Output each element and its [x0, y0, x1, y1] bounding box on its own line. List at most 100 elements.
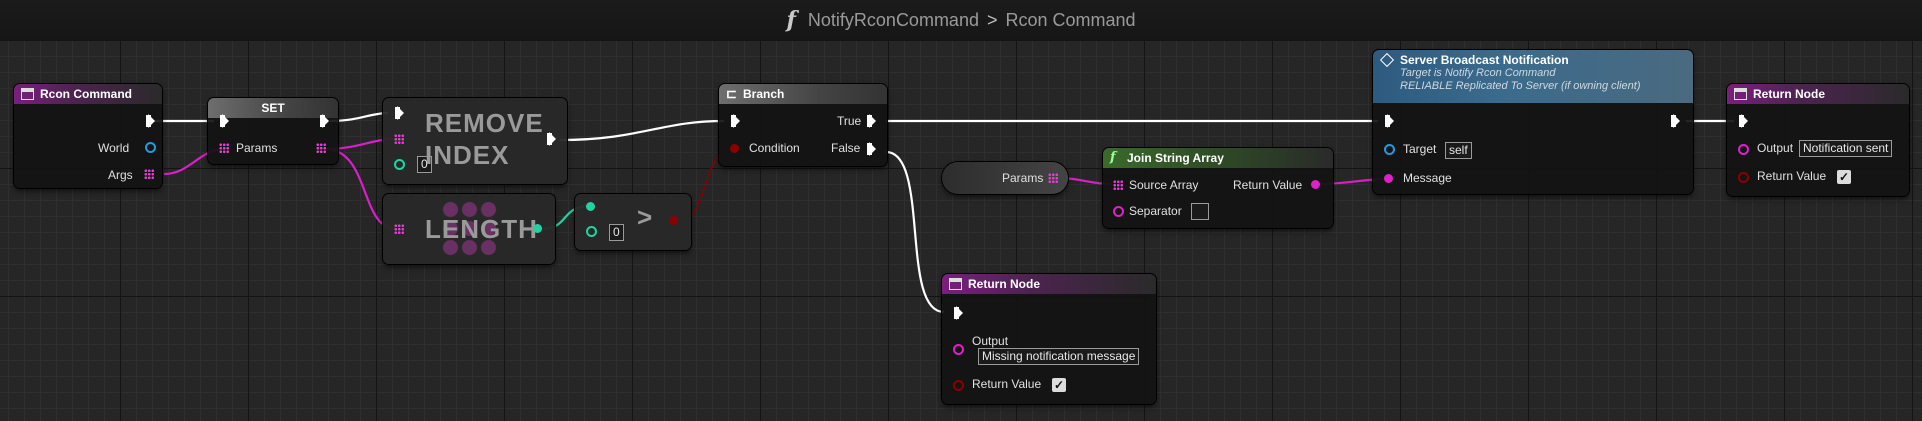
exec-wire: [559, 119, 725, 142]
pin-label-params: Params: [236, 141, 278, 155]
function-node-icon: [21, 88, 34, 100]
node-title: Return Node: [1753, 87, 1825, 101]
node-title: Server Broadcast Notification: [1400, 53, 1569, 67]
node-join-string-array[interactable]: f Join String Array Source Array Return …: [1103, 148, 1333, 228]
exec-in-pin[interactable]: [395, 106, 404, 120]
pin-label-false: False: [831, 141, 861, 155]
pin-label-args: Args: [108, 168, 133, 182]
node-title: Return Node: [968, 277, 1040, 291]
exec-in-pin[interactable]: [954, 306, 963, 320]
exec-in-pin[interactable]: [1739, 114, 1748, 128]
greater-b-pin[interactable]: [586, 226, 597, 237]
breadcrumb-function-name[interactable]: NotifyRconCommand: [807, 9, 979, 30]
event-diamond-icon: [1379, 52, 1395, 68]
greater-a-pin[interactable]: [586, 202, 595, 211]
output-value-field[interactable]: Notification sent: [1799, 140, 1893, 157]
return-value-checkbox[interactable]: ✓: [1837, 170, 1851, 184]
greater-b-value-field[interactable]: 0: [609, 224, 624, 241]
separator-pin[interactable]: [1113, 206, 1124, 217]
world-pin[interactable]: [145, 142, 156, 153]
pin-label-return-value: Return Value: [1757, 169, 1827, 183]
false-exec-out-pin[interactable]: [867, 142, 876, 156]
array-in-pin[interactable]: [394, 134, 404, 144]
remove-label-line1: REMOVE: [425, 108, 544, 138]
function-node-icon: [1734, 88, 1747, 100]
breadcrumb-graph-name[interactable]: Rcon Command: [1005, 9, 1136, 30]
node-header: SET: [208, 98, 338, 118]
true-exec-out-pin[interactable]: [867, 114, 876, 128]
array-watermark-icon: [441, 200, 499, 258]
node-title: Branch: [743, 87, 785, 101]
node-header: ⊏ Branch: [719, 84, 887, 104]
node-params-getter[interactable]: Params: [942, 162, 1068, 194]
node-header: Server Broadcast Notification Target is …: [1373, 50, 1693, 103]
exec-in-pin[interactable]: [220, 114, 229, 128]
index-pin[interactable]: [394, 159, 405, 170]
exec-out-pin[interactable]: [320, 114, 329, 128]
node-title: SET: [261, 101, 285, 115]
return-value-out-pin[interactable]: [1311, 180, 1320, 189]
branch-icon: ⊏: [726, 86, 737, 101]
node-length[interactable]: LENGTH: [383, 194, 555, 264]
exec-out-pin[interactable]: [547, 132, 556, 146]
array-in-pin[interactable]: [394, 224, 404, 234]
pin-label-source-array: Source Array: [1129, 178, 1199, 192]
remove-label-line2: INDEX: [425, 140, 510, 170]
node-greater-than[interactable]: 0 >: [575, 194, 691, 250]
length-out-pin[interactable]: [533, 224, 542, 233]
node-header: f Join String Array: [1103, 148, 1333, 168]
params-in-pin[interactable]: [219, 143, 229, 153]
target-value-field[interactable]: self: [1445, 142, 1472, 159]
separator-value-field[interactable]: [1191, 203, 1209, 220]
function-f-icon: f: [786, 7, 796, 33]
target-pin[interactable]: [1384, 144, 1395, 155]
node-header: Return Node: [1727, 84, 1909, 104]
exec-in-pin[interactable]: [1385, 114, 1394, 128]
pin-label-true: True: [837, 114, 862, 128]
message-pin[interactable]: [1384, 174, 1393, 183]
pin-label-target: Target: [1403, 142, 1437, 156]
exec-out-pin[interactable]: [1671, 114, 1680, 128]
return-value-checkbox[interactable]: ✓: [1052, 378, 1066, 392]
node-title: Rcon Command: [40, 87, 133, 101]
node-subtitle-target: Target is Notify Rcon Command: [1400, 67, 1556, 79]
exec-wire: [885, 150, 945, 314]
node-return-top[interactable]: Return Node Output Notification sent Ret…: [1727, 84, 1909, 196]
pin-label-condition: Condition: [749, 141, 800, 155]
greater-out-pin[interactable]: [669, 216, 678, 225]
params-out-pin[interactable]: [316, 143, 326, 153]
node-server-broadcast-notification[interactable]: Server Broadcast Notification Target is …: [1373, 50, 1693, 194]
node-remove-index[interactable]: 0 REMOVE INDEX: [383, 98, 567, 184]
exec-out-pin[interactable]: [146, 114, 155, 128]
pin-label-message: Message: [1403, 171, 1452, 185]
breadcrumb-separator: >: [986, 9, 998, 30]
function-f-icon: f: [1110, 150, 1116, 165]
function-node-icon: [949, 278, 962, 290]
return-value-pin[interactable]: [1738, 172, 1749, 183]
node-subtitle-replication: RELIABLE Replicated To Server (if owning…: [1400, 80, 1641, 92]
pin-label-return-value: Return Value: [1233, 178, 1303, 192]
exec-wire: [329, 111, 389, 123]
node-title: Join String Array: [1127, 151, 1224, 165]
node-return-bottom[interactable]: Return Node Output Missing notification …: [942, 274, 1156, 404]
params-getter-label: Params: [1002, 171, 1044, 185]
node-header: Rcon Command: [14, 84, 162, 104]
params-getter-out-pin[interactable]: [1048, 173, 1058, 183]
node-set[interactable]: SET Params: [208, 98, 338, 164]
pin-label-return-value: Return Value: [972, 377, 1042, 391]
return-value-pin[interactable]: [953, 380, 964, 391]
output-value-field[interactable]: Missing notification message: [978, 348, 1140, 365]
output-pin[interactable]: [953, 344, 964, 355]
breadcrumb: f NotifyRconCommand > Rcon Command: [0, 0, 1922, 40]
index-value-field[interactable]: 0: [417, 156, 432, 173]
exec-in-pin[interactable]: [731, 114, 740, 128]
condition-pin[interactable]: [730, 144, 739, 153]
node-rcon-command[interactable]: Rcon Command World Args: [14, 84, 162, 188]
pin-label-separator: Separator: [1129, 204, 1182, 218]
source-array-pin[interactable]: [1113, 180, 1123, 190]
pin-label-world: World: [98, 141, 130, 155]
node-branch[interactable]: ⊏ Branch True Condition False: [719, 84, 887, 166]
pin-label-output: Output: [972, 334, 1009, 348]
args-array-pin[interactable]: [144, 169, 154, 179]
output-pin[interactable]: [1738, 144, 1749, 155]
